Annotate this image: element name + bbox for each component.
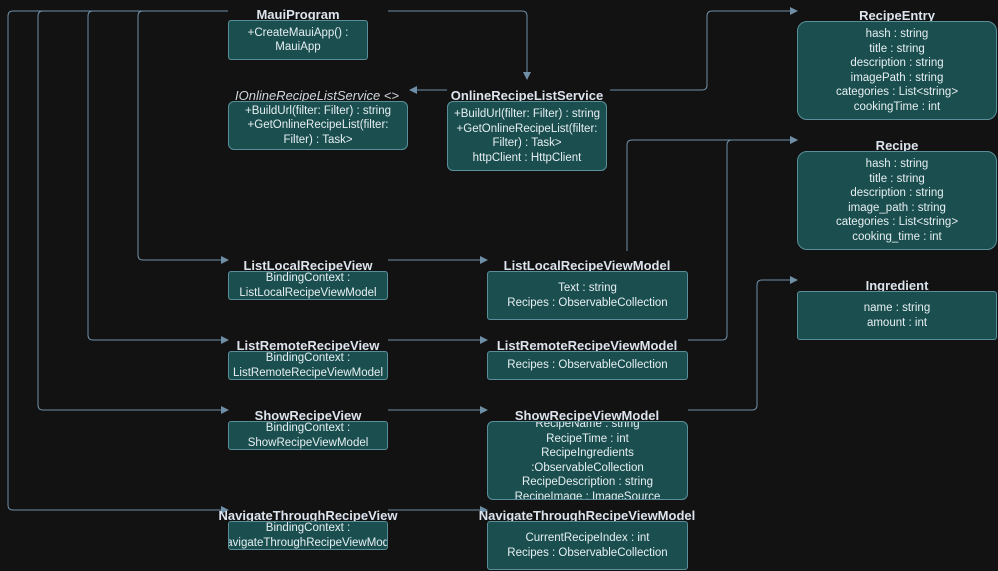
member: RecipeTime : int bbox=[546, 432, 629, 445]
member: Text : string bbox=[558, 282, 617, 294]
navigatethroughrecipeviewmodel-title: NavigateThroughRecipeViewModel bbox=[478, 508, 696, 523]
member: httpClient : HttpClient bbox=[472, 151, 582, 164]
member: RecipeName : string bbox=[535, 421, 640, 430]
member: hash : string bbox=[865, 28, 929, 40]
member: BindingContext : ListLocalRecipeViewMode… bbox=[239, 272, 377, 299]
ingredient-box[interactable]: name : string amount : int bbox=[797, 291, 997, 340]
member: RecipeDescription : string bbox=[521, 476, 654, 488]
member: title : string bbox=[869, 42, 925, 55]
showrecipeviewmodel-title: ShowRecipeViewModel bbox=[514, 408, 660, 423]
member: RecipeIngredients :ObservableCollection bbox=[531, 447, 644, 474]
member: name : string bbox=[863, 302, 931, 314]
arrow-showviewmodel-to-ingredient bbox=[688, 276, 798, 411]
member: categories : List<string> bbox=[835, 86, 959, 98]
arrow-mauiprogram-to-navigateview bbox=[7, 10, 229, 514]
member: +GetOnlineRecipeList(filter: Filter) : T… bbox=[456, 122, 598, 150]
member: +CreateMauiApp() : MauiApp bbox=[247, 26, 349, 54]
arrow-mauiprogram-to-showview bbox=[37, 10, 229, 414]
recipeentry-box[interactable]: hash : string title : string description… bbox=[797, 21, 997, 120]
member: +BuildUrl(filter: Filter) : string bbox=[244, 104, 391, 117]
navigatethroughrecipeview-title: NavigateThroughRecipeView bbox=[218, 508, 398, 523]
navigatethroughrecipeviewmodel-box[interactable]: CurrentRecipeIndex : int Recipes : Obser… bbox=[487, 521, 688, 570]
member: image_path : string bbox=[848, 201, 946, 214]
arrow-onlineservice-to-recipeentry bbox=[610, 7, 798, 91]
listlocalrecipeviewmodel-box[interactable]: Text : string Recipes : ObservableCollec… bbox=[487, 271, 688, 320]
listlocalrecipeview-box[interactable]: BindingContext : ListLocalRecipeViewMode… bbox=[228, 271, 388, 300]
mauiprogram-title: MauiProgram bbox=[256, 7, 340, 22]
onlinerecipelistservice-box[interactable]: +BuildUrl(filter: Filter) : string +GetO… bbox=[447, 101, 607, 171]
showrecipeviewmodel-box[interactable]: RecipeName : string RecipeTime : int Rec… bbox=[487, 421, 688, 500]
arrow-mauiprogram-to-listlocalview bbox=[137, 10, 229, 264]
arrow-listlocalviewmodel-to-recipe bbox=[626, 136, 798, 251]
showrecipeview-box[interactable]: BindingContext : ShowRecipeViewModel bbox=[228, 421, 388, 450]
listlocalrecipeviewmodel-title: ListLocalRecipeViewModel bbox=[503, 258, 671, 273]
arrow-listremoteviewmodel-to-recipe bbox=[688, 136, 798, 341]
member: CurrentRecipeIndex : int bbox=[525, 532, 650, 544]
recipe-title: Recipe bbox=[875, 138, 919, 153]
listremoterecipeview-title: ListRemoteRecipeView bbox=[236, 338, 380, 353]
listremoterecipeviewmodel-title: ListRemoteRecipeViewModel bbox=[496, 338, 678, 353]
listremoterecipeviewmodel-box[interactable]: Recipes : ObservableCollection bbox=[487, 351, 688, 380]
member: Recipes : ObservableCollection bbox=[507, 546, 668, 559]
member: description : string bbox=[850, 57, 944, 69]
showrecipeview-title: ShowRecipeView bbox=[254, 408, 362, 423]
listlocalrecipeview-title: ListLocalRecipeView bbox=[243, 258, 373, 273]
ionlinerecipelistservice-box[interactable]: +BuildUrl(filter: Filter) : string +GetO… bbox=[228, 101, 408, 150]
listremoterecipeview-box[interactable]: BindingContext : ListRemoteRecipeViewMod… bbox=[228, 351, 388, 380]
arrow-mauiprogram-to-onlineservice bbox=[388, 10, 531, 80]
ionlinerecipelistservice-title: IOnlineRecipeListService <> bbox=[234, 88, 400, 103]
member: BindingContext : ListRemoteRecipeViewMod… bbox=[233, 352, 383, 379]
member: title : string bbox=[869, 172, 925, 185]
member: +GetOnlineRecipeList(filter: Filter) : T… bbox=[247, 119, 389, 146]
member: BindingContext : NavigateThroughRecipeVi… bbox=[229, 522, 388, 549]
member: categories : List<string> bbox=[835, 216, 959, 228]
arrow-mauiprogram-to-listremoteview bbox=[87, 10, 229, 344]
member: RecipeImage : ImageSource bbox=[514, 490, 661, 500]
member: imagePath : string bbox=[850, 71, 944, 84]
recipe-box[interactable]: hash : string title : string description… bbox=[797, 151, 997, 250]
recipeentry-title: RecipeEntry bbox=[859, 8, 935, 23]
member: Recipes : ObservableCollection bbox=[507, 296, 668, 309]
ingredient-title: Ingredient bbox=[865, 278, 929, 293]
member: cooking_time : int bbox=[852, 230, 942, 243]
onlinerecipelistservice-title: OnlineRecipeListService bbox=[450, 88, 604, 103]
navigatethroughrecipeview-box[interactable]: BindingContext : NavigateThroughRecipeVi… bbox=[228, 521, 388, 550]
member: cookingTime : int bbox=[853, 100, 941, 113]
member: amount : int bbox=[866, 316, 928, 329]
member: description : string bbox=[850, 187, 944, 199]
member: BindingContext : ShowRecipeViewModel bbox=[247, 422, 369, 449]
member: Recipes : ObservableCollection bbox=[507, 359, 668, 372]
member: +BuildUrl(filter: Filter) : string bbox=[453, 108, 600, 120]
mauiprogram-box[interactable]: +CreateMauiApp() : MauiApp bbox=[228, 20, 368, 60]
member: hash : string bbox=[865, 158, 929, 170]
